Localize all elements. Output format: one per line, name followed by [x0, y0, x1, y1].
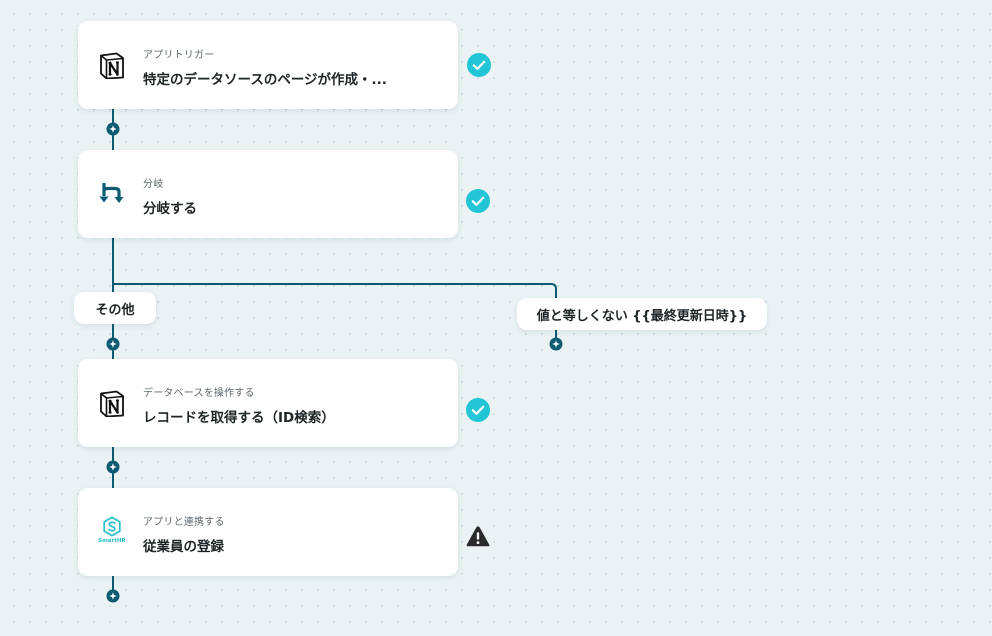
branch-icon [98, 180, 126, 208]
add-step-button[interactable] [106, 337, 120, 351]
step-type-label: アプリと連携する [143, 517, 225, 528]
smarthr-icon: SmartHR [98, 516, 126, 544]
step-title: 分岐する [143, 201, 197, 217]
add-step-button[interactable] [106, 122, 120, 136]
step-type-label: 分岐 [143, 179, 164, 190]
step-title: 特定のデータソースのページが作成・... [143, 72, 387, 88]
notion-icon [98, 389, 126, 417]
add-step-button[interactable] [106, 589, 120, 603]
step-type-label: データベースを操作する [143, 388, 255, 399]
add-step-button[interactable] [106, 460, 120, 474]
step-card-branch[interactable]: 分岐 分岐する [78, 150, 458, 238]
branch-connector-line [113, 283, 557, 298]
step-card-get-record[interactable]: データベースを操作する レコードを取得する（ID検索） [78, 359, 458, 447]
step-type-label: アプリトリガー [143, 50, 215, 61]
add-step-button[interactable] [549, 337, 563, 351]
status-warning-icon[interactable] [466, 525, 490, 549]
branch-label-condition[interactable]: 値と等しくない {{最終更新日時}} [517, 298, 767, 330]
smarthr-logo-text: SmartHR [98, 538, 126, 544]
branch-label-default[interactable]: その他 [74, 292, 156, 324]
step-title: レコードを取得する（ID検索） [143, 410, 335, 426]
status-complete-icon[interactable] [466, 189, 490, 213]
notion-icon [98, 51, 126, 79]
status-complete-icon[interactable] [466, 398, 490, 422]
step-card-register-employee[interactable]: SmartHR アプリと連携する 従業員の登録 [78, 488, 458, 576]
status-complete-icon[interactable] [467, 53, 491, 77]
step-title: 従業員の登録 [143, 539, 224, 555]
step-card-app-trigger[interactable]: アプリトリガー 特定のデータソースのページが作成・... [78, 21, 458, 109]
